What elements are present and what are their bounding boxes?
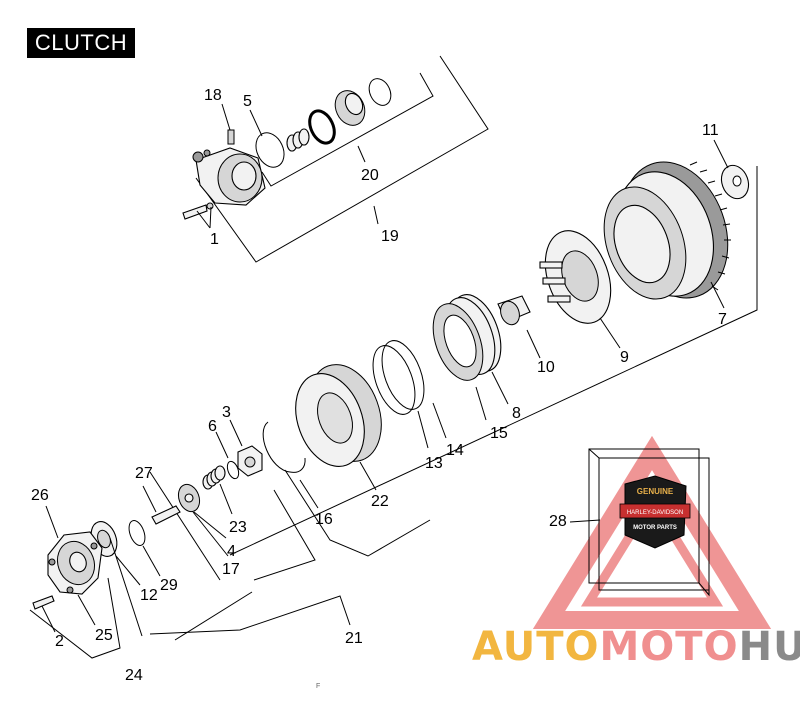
outer-cover [29, 505, 351, 659]
clutch-shell-assembly [229, 139, 758, 556]
callout-9: 9 [620, 349, 629, 366]
callout-23: 23 [229, 519, 247, 536]
callout-16: 16 [315, 511, 333, 528]
callout-21: 21 [345, 630, 363, 647]
callout-13: 13 [425, 455, 443, 472]
top-assembly [182, 55, 489, 263]
parts-box [569, 448, 710, 597]
watermark-auto: AUTO [472, 624, 600, 670]
watermark-logo: AUTOMOTOHUB [472, 624, 800, 670]
adjuster-parts [90, 419, 431, 637]
callout-8: 8 [512, 405, 521, 422]
badge-bottom-text: MOTOR PARTS [633, 525, 677, 531]
svg-text:AUTOMOTOHUB: AUTOMOTOHUB [472, 624, 800, 670]
callout-6: 6 [208, 418, 217, 435]
callout-17: 17 [222, 561, 240, 578]
diagram-title: CLUTCH [27, 28, 135, 58]
callout-7: 7 [718, 311, 727, 328]
badge-center-text: HARLEY-DAVIDSON [627, 510, 683, 516]
page-mark: F [316, 683, 320, 690]
callout-22: 22 [371, 493, 389, 510]
callout-25: 25 [95, 627, 113, 644]
callout-labels: 1 2 3 4 5 6 7 8 9 10 11 12 13 14 15 16 1… [31, 87, 727, 684]
callout-4: 4 [227, 543, 236, 560]
callout-15: 15 [490, 425, 508, 442]
callout-2: 2 [55, 633, 64, 650]
callout-28: 28 [549, 513, 567, 530]
callout-20: 20 [361, 167, 379, 184]
callout-24: 24 [125, 667, 143, 684]
spring-23 [202, 465, 226, 490]
spring-top [286, 128, 310, 152]
badge-top-text: GENUINE [637, 487, 674, 496]
callout-14: 14 [446, 442, 464, 459]
pressure-plate [262, 364, 382, 509]
genuine-badge: GENUINE HARLEY-DAVIDSON MOTOR PARTS [619, 475, 691, 549]
callout-12: 12 [140, 587, 158, 604]
watermark-moto: MOTO [600, 624, 739, 670]
callout-10: 10 [537, 359, 555, 376]
watermark-triangle [532, 435, 772, 629]
watermark-hub: HUB [739, 624, 800, 670]
callout-19: 19 [381, 228, 399, 245]
clutch-plates [372, 294, 509, 449]
callout-11: 11 [702, 122, 719, 139]
callout-5: 5 [243, 93, 252, 110]
callout-26: 26 [31, 487, 49, 504]
callout-27: 27 [135, 465, 153, 482]
callout-1: 1 [210, 231, 219, 248]
callout-18: 18 [204, 87, 222, 104]
callout-29: 29 [160, 577, 178, 594]
callout-3: 3 [222, 404, 231, 421]
